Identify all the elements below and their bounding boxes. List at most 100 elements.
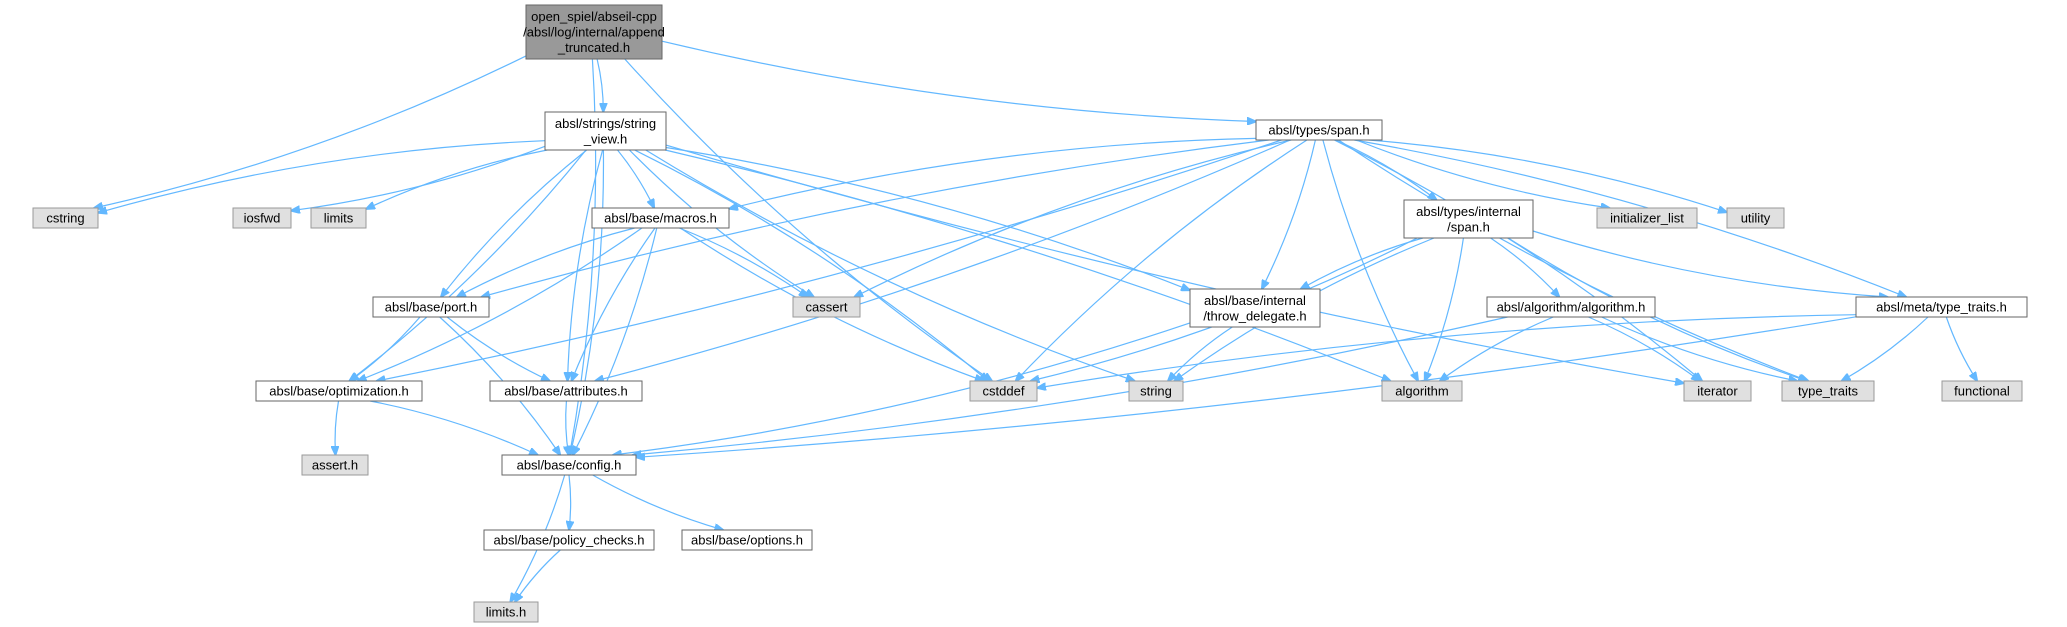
node-cstring: cstring — [32, 207, 99, 229]
node-label-attributes-0: absl/base/attributes.h — [504, 384, 628, 399]
node-config[interactable]: absl/base/config.h — [501, 454, 637, 476]
node-label-functional-0: functional — [1954, 384, 2010, 399]
edge-span-to-meta_type_traits — [1354, 139, 1906, 297]
edge-optimization-to-assert_h — [335, 400, 338, 455]
edge-policy_checks-to-limits_h — [515, 549, 561, 602]
node-box-optimization — [255, 380, 423, 402]
edge-meta_type_traits-to-cstddef — [1037, 314, 1857, 388]
node-options[interactable]: absl/base/options.h — [681, 529, 813, 551]
node-box-cassert — [792, 296, 861, 318]
node-macros[interactable]: absl/base/macros.h — [591, 207, 730, 229]
edge-algorithm_h-to-config — [632, 316, 1508, 455]
edge-string_view-to-string — [645, 149, 1135, 381]
node-throw_delegate[interactable]: absl/base/internal/throw_delegate.h — [1189, 288, 1321, 328]
edge-internal_span-to-type_traits — [1507, 237, 1807, 381]
node-string_view[interactable]: absl/strings/string_view.h — [544, 111, 667, 151]
node-initializer_list: initializer_list — [1596, 207, 1698, 229]
node-meta_type_traits[interactable]: absl/meta/type_traits.h — [1855, 296, 2028, 318]
edge-optimization-to-config — [369, 400, 538, 455]
node-label-throw_delegate-0: absl/base/internal — [1204, 293, 1306, 308]
node-box-options — [681, 529, 813, 551]
node-optimization[interactable]: absl/base/optimization.h — [255, 380, 423, 402]
node-label-cassert-0: cassert — [806, 300, 848, 315]
node-label-macros-0: absl/base/macros.h — [604, 211, 717, 226]
edge-append-to-span — [661, 40, 1256, 121]
node-label-internal_span-1: /span.h — [1447, 219, 1490, 234]
node-layer: open_spiel/abseil-cpp/absl/log/internal/… — [32, 4, 2028, 623]
edge-string_view-to-config — [570, 149, 605, 455]
node-limits_h: limits.h — [473, 601, 539, 623]
edge-throw_delegate-to-config — [613, 322, 1191, 455]
node-box-type_traits — [1781, 380, 1875, 402]
node-box-algorithm — [1381, 380, 1463, 402]
node-box-iosfwd — [232, 207, 292, 229]
edge-algorithm_h-to-algorithm — [1440, 316, 1554, 381]
node-box-limits_h — [473, 601, 539, 623]
edge-string_view-to-macros — [617, 149, 655, 208]
node-internal_span[interactable]: absl/types/internal/span.h — [1403, 199, 1534, 239]
node-label-policy_checks-0: absl/base/policy_checks.h — [493, 533, 644, 548]
node-algorithm_h[interactable]: absl/algorithm/algorithm.h — [1486, 296, 1656, 318]
node-iterator: iterator — [1683, 380, 1752, 402]
edge-internal_span-to-meta_type_traits — [1532, 230, 1888, 297]
node-label-append-0: open_spiel/abseil-cpp — [531, 9, 657, 24]
edge-string_view-to-attributes — [568, 149, 604, 381]
edge-meta_type_traits-to-functional — [1945, 316, 1977, 381]
edge-macros-to-cassert — [678, 227, 808, 297]
node-utility: utility — [1726, 207, 1785, 229]
node-label-algorithm-0: algorithm — [1395, 384, 1448, 399]
node-box-limits — [310, 207, 367, 229]
node-label-optimization-0: absl/base/optimization.h — [269, 384, 408, 399]
edge-string_view-to-iosfwd — [291, 145, 546, 210]
edge-string_view-to-cassert — [628, 149, 814, 297]
node-assert_h: assert.h — [301, 454, 369, 476]
node-label-assert_h-0: assert.h — [312, 458, 358, 473]
edge-append-to-cstring — [94, 55, 527, 208]
node-limits: limits — [310, 207, 367, 229]
node-box-append — [525, 4, 663, 60]
node-append[interactable]: open_spiel/abseil-cpp/absl/log/internal/… — [523, 4, 665, 60]
node-span[interactable]: absl/types/span.h — [1255, 119, 1383, 141]
edge-internal_span-to-throw_delegate — [1301, 237, 1424, 289]
node-label-append-2: _truncated.h — [557, 40, 630, 55]
edge-macros-to-config — [573, 227, 658, 455]
node-box-internal_span — [1403, 199, 1534, 239]
edge-macros-to-optimization — [358, 227, 643, 381]
edge-append-to-string_view — [596, 58, 603, 112]
node-box-initializer_list — [1596, 207, 1698, 229]
edge-string_view-to-iterator — [665, 144, 1684, 383]
node-box-string_view — [544, 111, 667, 151]
node-label-append-1: /absl/log/internal/append — [523, 25, 665, 40]
edge-meta_type_traits-to-config — [636, 316, 1857, 458]
edge-config-to-policy_checks — [569, 474, 571, 530]
node-box-attributes — [489, 380, 643, 402]
node-label-utility-0: utility — [1741, 211, 1771, 226]
edge-span-to-cassert — [854, 139, 1292, 297]
edge-string_view-to-throw_delegate — [665, 146, 1190, 291]
node-cassert: cassert — [792, 296, 861, 318]
node-box-port — [372, 296, 490, 318]
edge-string_view-to-port — [441, 149, 588, 297]
node-type_traits: type_traits — [1781, 380, 1875, 402]
node-cstddef: cstddef — [969, 380, 1038, 402]
node-label-cstring-0: cstring — [46, 211, 84, 226]
edge-string_view-to-algorithm — [665, 149, 1390, 381]
edge-span-to-port — [481, 139, 1269, 297]
edge-span-to-utility — [1368, 139, 1727, 212]
node-box-policy_checks — [483, 529, 655, 551]
edge-macros-to-attributes — [572, 227, 656, 381]
node-box-config — [501, 454, 637, 476]
edge-append-to-cstddef — [624, 58, 992, 381]
edge-internal_span-to-algorithm — [1425, 237, 1464, 381]
node-functional: functional — [1941, 380, 2023, 402]
node-label-initializer_list-0: initializer_list — [1610, 211, 1684, 226]
node-attributes[interactable]: absl/base/attributes.h — [489, 380, 643, 402]
node-box-assert_h — [301, 454, 369, 476]
node-port[interactable]: absl/base/port.h — [372, 296, 490, 318]
edge-span-to-throw_delegate — [1262, 139, 1316, 289]
node-label-iosfwd-0: iosfwd — [244, 211, 281, 226]
edge-span-to-type_traits — [1338, 139, 1809, 381]
node-label-string_view-0: absl/strings/string — [555, 116, 656, 131]
node-policy_checks[interactable]: absl/base/policy_checks.h — [483, 529, 655, 551]
node-iosfwd: iosfwd — [232, 207, 292, 229]
